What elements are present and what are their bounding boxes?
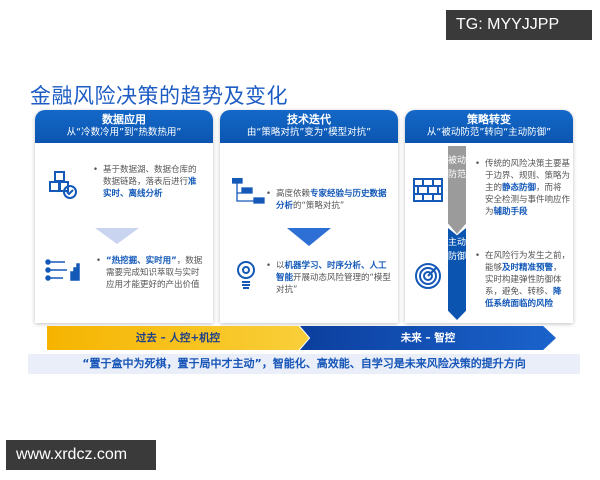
cubes-check-icon bbox=[49, 171, 77, 199]
body-text: ，而将安全检测与事件响应作为 bbox=[485, 183, 571, 217]
body-text: ，实时构建弹性防御体系，避免、转移、 bbox=[485, 263, 562, 297]
card-title: 策略转变 bbox=[467, 113, 511, 126]
watermark-top: TG: MYYJJPP bbox=[446, 10, 592, 40]
bullet-text: •传统的风险决策主要基于边界、规则、策略为主的静态防御，而将安全检测与事件响应作… bbox=[475, 159, 571, 217]
card-tech-iteration: 技术迭代由“策略对抗”变为“模型对抗” •高度依赖专家经验与历史数据分析的“策略… bbox=[220, 110, 398, 323]
passive-defense-bar: 被动防范 bbox=[448, 146, 466, 234]
body-text: 传统的风险决策主要基于边界、规则、策略为主的 bbox=[485, 159, 571, 193]
body-text: ，数据需要完成知识萃取与实时应用才能更好的产出价值 bbox=[106, 256, 203, 290]
body-text: 的“策略对抗” bbox=[293, 201, 345, 211]
body-text: 以 bbox=[276, 261, 285, 271]
highlight-text: 机器学习、时序分析、人工智能 bbox=[276, 261, 387, 283]
highlight-text: 专家经验与历史数据分析 bbox=[276, 189, 387, 211]
card-strategy-shift: 策略转变从“被动防范”转向“主动防御” 被动防范 主动防御 •传统的风险决策主要… bbox=[405, 110, 573, 323]
arrow-down-icon bbox=[95, 228, 139, 244]
bullet-text: •“热挖掘、实时用”，数据需要完成知识萃取与实时应用才能更好的产出价值 bbox=[96, 256, 203, 290]
highlight-text: 辅助手段 bbox=[493, 207, 528, 217]
highlight-text: 静态防御 bbox=[502, 183, 537, 193]
card-title: 数据应用 bbox=[102, 113, 146, 126]
radar-icon bbox=[415, 263, 441, 289]
body-text: 开展动态风险管理的“模型对抗” bbox=[276, 273, 391, 295]
body-text: 高度依赖 bbox=[276, 189, 311, 199]
workflow-icon bbox=[232, 178, 265, 204]
body-text: 在风险行为发生之前，能够 bbox=[485, 251, 571, 273]
card-title: 技术迭代 bbox=[287, 113, 331, 126]
card-data-application: 数据应用从“冷数冷用”到“热数热用” •基于数据湖、数据仓库的数据链路，落表后进… bbox=[35, 110, 213, 323]
card-subtitle: 从“冷数冷用”到“热数热用” bbox=[66, 127, 182, 138]
highlight-text: 准实时、离线分析 bbox=[103, 177, 197, 199]
card-subtitle: 由“策略对抗”变为“模型对抗” bbox=[246, 127, 372, 138]
timeline-future: 未来 – 智控 bbox=[300, 326, 556, 350]
bullet-text: •在风险行为发生之前，能够及时精准预警，实时构建弹性防御体系，避免、转移、降低系… bbox=[475, 251, 571, 309]
highlight-text: 降低系统面临的风险 bbox=[485, 287, 562, 309]
lightbulb-gear-icon bbox=[237, 261, 255, 289]
active-defense-bar: 主动防御 bbox=[448, 228, 466, 320]
bullet-text: •以机器学习、时序分析、人工智能开展动态风险管理的“模型对抗” bbox=[266, 261, 391, 295]
summary-quote: “置于盒中为死棋，置于局中才主动”，智能化、高效能、自学习是未来风险决策的提升方… bbox=[28, 354, 580, 374]
firewall-icon bbox=[413, 178, 443, 202]
body-text: 基于数据湖、数据仓库的数据链路，落表后进行 bbox=[103, 165, 197, 187]
bullet-text: •基于数据湖、数据仓库的数据链路，落表后进行准实时、离线分析 bbox=[93, 165, 197, 199]
arrow-down-icon bbox=[287, 228, 331, 246]
card-subtitle: 从“被动防范”转向“主动防御” bbox=[426, 127, 552, 138]
highlight-text: 及时精准预警 bbox=[502, 263, 554, 273]
highlight-text: “热挖掘、实时用” bbox=[106, 256, 177, 266]
watermark-bottom: www.xrdcz.com bbox=[6, 440, 156, 470]
page-title: 金融风险决策的趋势及变化 bbox=[30, 84, 288, 108]
bullet-text: •高度依赖专家经验与历史数据分析的“策略对抗” bbox=[266, 189, 387, 211]
timeline-past: 过去 – 人控+机控 bbox=[47, 326, 309, 350]
data-flow-chart-icon bbox=[45, 259, 80, 281]
